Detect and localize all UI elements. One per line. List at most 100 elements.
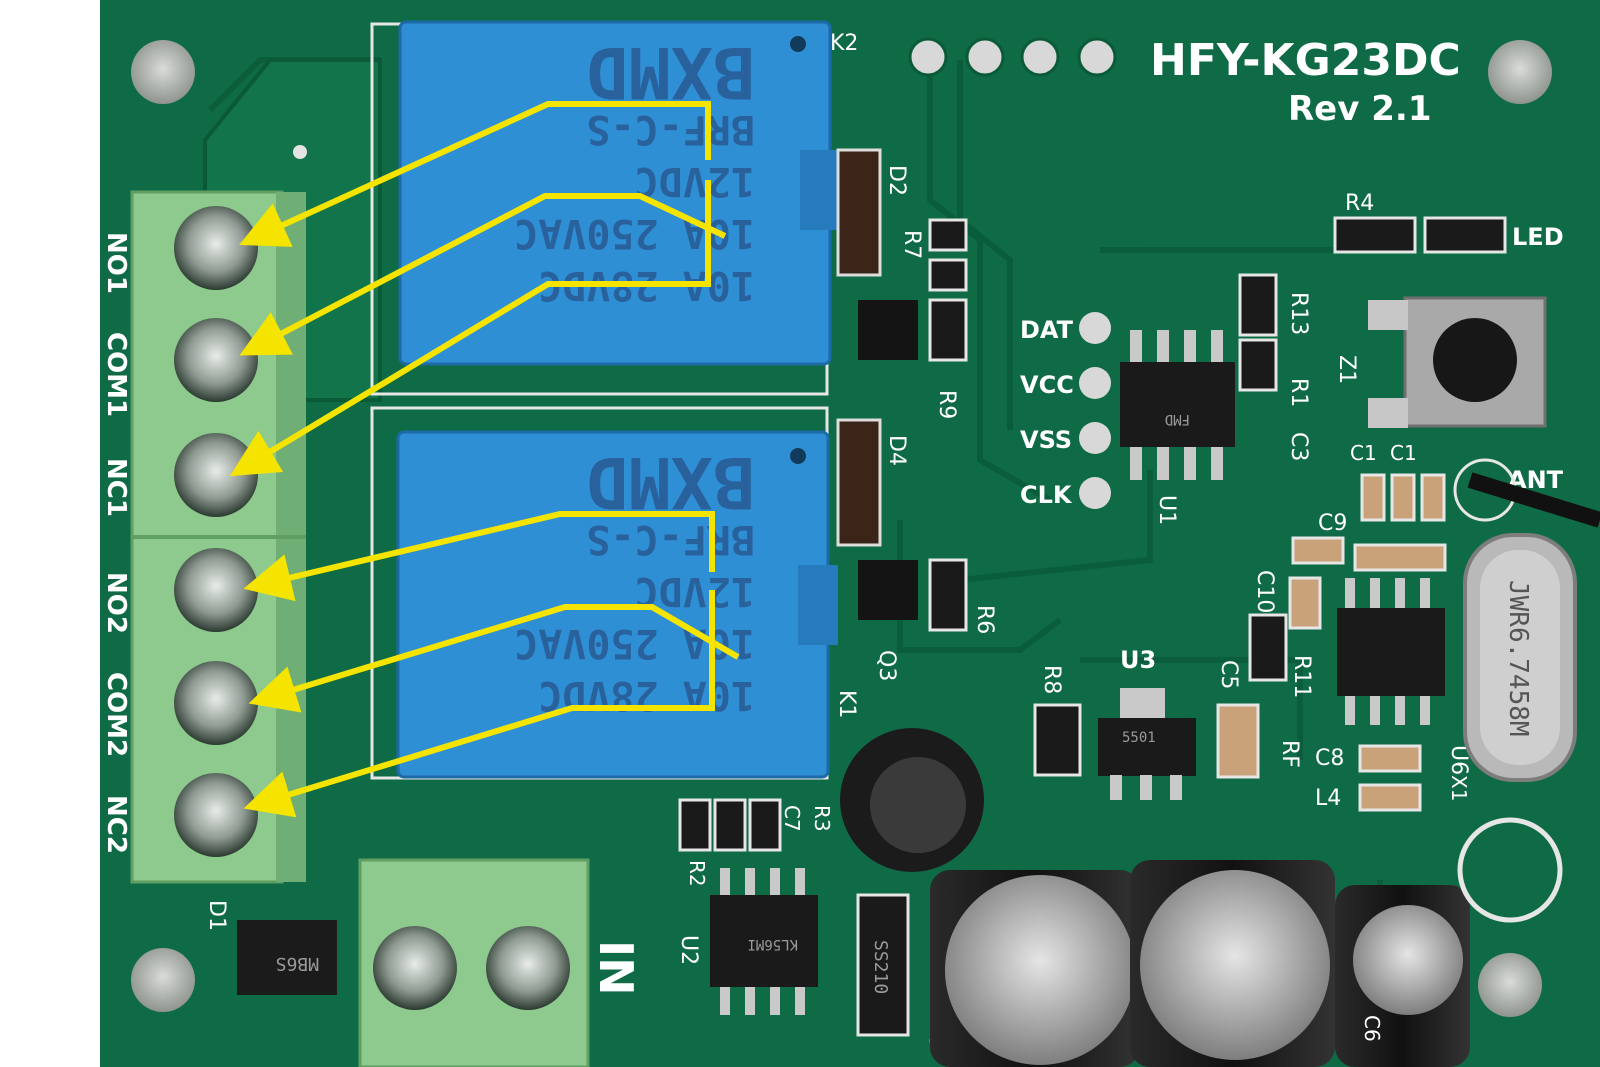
label-led: LED [1512,223,1564,251]
annotation-k1-com [248,604,740,713]
electrolytic-capacitors [930,860,1470,1067]
label-dat: DAT [1020,316,1074,344]
label-r1: R1 [1286,378,1311,407]
label-c1b: C1 [1390,441,1417,465]
label-no1: NO1 [101,232,131,294]
relay-k2-part: BRF-C-S [586,106,755,152]
mounting-hole [131,948,195,1012]
u2-marking: KL56MI [747,936,798,952]
screw-nc1[interactable] [174,433,258,517]
board-model: HFY-KG23DC [1150,35,1461,86]
label-u1: U1 [1154,495,1179,525]
d3-marking: SS210 [870,940,891,994]
transistor-q-top [858,300,918,360]
label-r11: R11 [1289,655,1314,698]
u2-driver-ic: KL56MI [710,868,818,1015]
transistor-q3 [858,560,918,620]
label-rf: RF [1277,740,1302,768]
small-smd-row [678,798,782,852]
header-pads-top [908,37,1117,77]
annotation-k2-com [239,193,727,356]
label-r13: R13 [1286,292,1311,335]
annotation-k2-no [239,101,711,247]
screw-nc2[interactable] [174,773,258,857]
label-r7: R7 [899,230,924,259]
d1-marking: MB6S [276,953,319,974]
label-c5: C5 [1216,660,1241,689]
label-r6: R6 [972,605,997,634]
u6-receiver-ic [1337,578,1445,725]
terminal-block-outputs [130,190,306,884]
screw-com1[interactable] [174,318,258,402]
label-r9: R9 [934,390,959,419]
relay-k1-part: BRF-C-S [586,516,755,562]
label-d1: D1 [204,900,229,931]
label-k2: K2 [830,31,858,56]
terminal-screws [174,206,258,857]
relay-k1-brand: BXMD [586,441,755,523]
label-c3: C3 [1286,432,1311,461]
d1-bridge-rectifier [237,920,337,995]
screw-no2[interactable] [174,548,258,632]
mounting-hole [1488,40,1552,104]
label-l4: L4 [1315,786,1341,811]
terminal-labels: NO1 COM1 NC1 NO2 COM2 NC2 [101,232,131,854]
screw-in-1[interactable] [373,926,457,1010]
label-com1: COM1 [101,332,131,417]
label-k1: K1 [834,690,859,718]
u3-regulator: 5501 [1098,688,1196,800]
push-button[interactable] [1368,296,1547,428]
polarity-marker [1457,817,1563,923]
annotation-k2-nc [229,180,711,477]
label-r2: R2 [685,860,709,887]
label-c1a: C1 [1350,441,1377,465]
label-d4: D4 [884,435,909,466]
terminal-block-power [358,858,590,1067]
antenna-wire [1467,472,1600,528]
diode-d4 [836,418,882,547]
label-power-in: IN [589,940,643,996]
u1-marking: FMD [1165,411,1190,427]
label-c7: C7 [780,805,804,832]
label-com2: COM2 [101,672,131,757]
annotation-k1-nc [243,590,715,818]
label-d2: D2 [884,165,909,196]
relay-k2-brand: BXMD [586,31,755,113]
label-c6: C6 [1360,1015,1384,1042]
rf-caps [1288,473,1447,812]
relay-k2-coil: 12VDC [635,158,755,204]
label-x1: X1 [1447,775,1471,801]
program-header: DAT VCC VSS CLK [1020,312,1111,509]
power-inductor-core [870,757,966,853]
annotation-k1-no [243,511,715,602]
label-c9: C9 [1318,511,1347,536]
cap-c5 [1216,703,1260,779]
label-c8: C8 [1315,746,1344,771]
label-nc2: NC2 [101,795,131,854]
u1-microcontroller: FMD [1120,330,1235,480]
label-r8: R8 [1039,665,1064,694]
label-vss: VSS [1020,426,1072,454]
mounting-hole [131,40,195,104]
via [293,145,307,159]
screw-in-2[interactable] [486,926,570,1010]
label-q3: Q3 [874,650,899,681]
label-r4: R4 [1345,191,1374,216]
label-u3: U3 [1120,646,1156,674]
crystal-marking: JWR6.7458M [1503,580,1533,737]
screw-com2[interactable] [174,661,258,745]
label-z1: Z1 [1334,355,1359,384]
label-nc1: NC1 [101,458,131,517]
label-no2: NO2 [101,572,131,634]
diode-d3 [856,893,910,1037]
screw-no1[interactable] [174,206,258,290]
board-revision: Rev 2.1 [1288,89,1431,129]
u3-marking: 5501 [1122,730,1156,746]
smd-resistors [928,216,1507,777]
label-vcc: VCC [1020,371,1074,399]
label-c10: C10 [1252,570,1277,613]
mounting-hole [1478,953,1542,1017]
label-clk: CLK [1020,481,1073,509]
contact-annotations [229,101,740,818]
